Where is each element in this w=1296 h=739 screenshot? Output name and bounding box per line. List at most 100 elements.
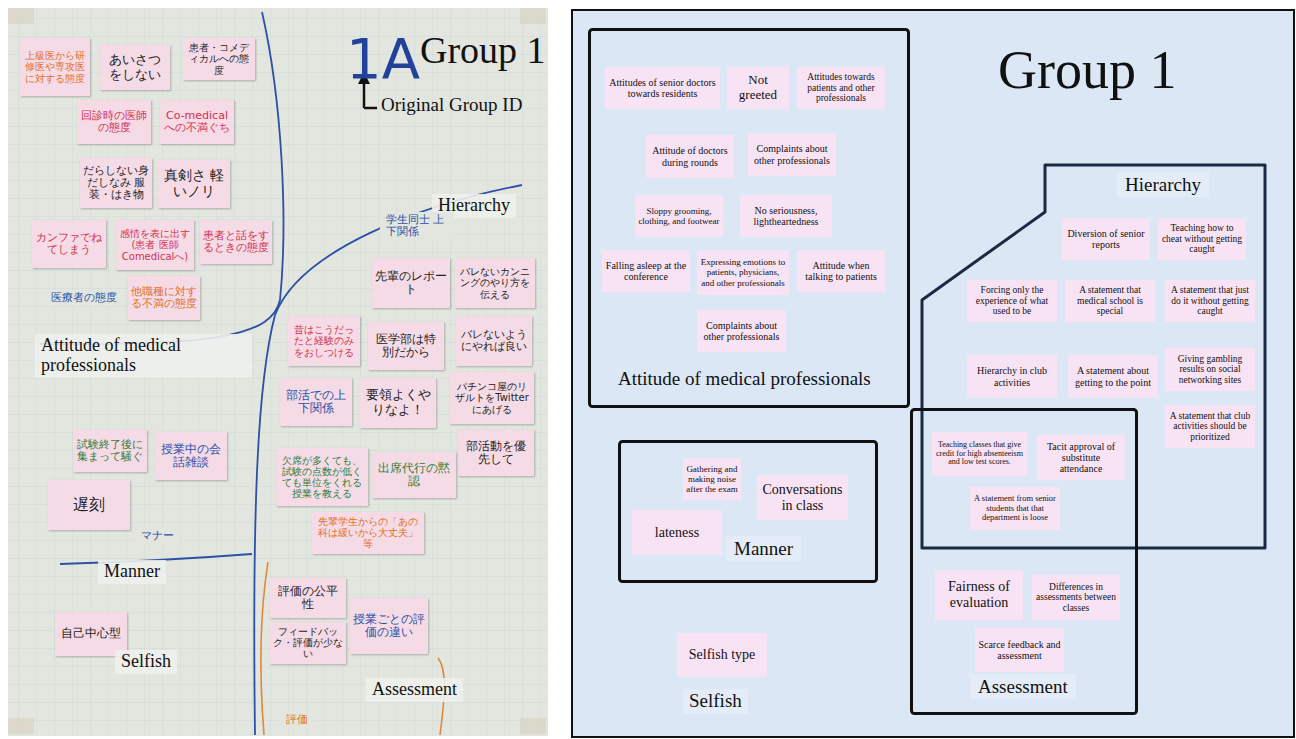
note-text: 上級医から研修医や専攻医に対する態度	[23, 50, 87, 84]
note-text: 部活での上下関係	[283, 389, 349, 416]
note-box: Teaching how to cheat without getting ca…	[1158, 218, 1246, 260]
sticky-note: だらしない身だしなみ 服装・はき物	[80, 158, 152, 208]
note-text: Attitudes of senior doctors towards resi…	[608, 77, 717, 99]
note-text: A statement about getting to the point	[1071, 365, 1155, 387]
outline-rect	[590, 30, 909, 407]
sticky-note: 授業ごとの評価の違い	[350, 598, 428, 654]
sticky-note: 上級医から研修医や専攻医に対する態度	[20, 38, 90, 96]
group-heading: Hierarchy	[1125, 174, 1201, 195]
sticky-note: 患者・コメディカルへの態度	[183, 38, 255, 80]
label-holder: Manner	[98, 560, 166, 584]
note-text: A statement that club activities should …	[1168, 411, 1252, 443]
note-text: Forcing only the experience of what used…	[970, 285, 1054, 317]
note-text: 患者・コメディカルへの態度	[186, 42, 252, 76]
note-box: Attitude of doctors during rounds	[646, 135, 734, 178]
note-text: あいさつをしない	[103, 53, 167, 82]
note-text: だらしない身だしなみ 服装・はき物	[83, 165, 149, 202]
sticky-note: 昔はこうだったと経験のみをおしつける	[288, 316, 360, 366]
tape	[520, 718, 546, 734]
note-text: カンファでねてしまう	[35, 232, 103, 257]
note-box: Expressing emotions to patients, physici…	[697, 250, 789, 295]
sticky-note: 部活での上下関係	[280, 378, 352, 426]
note-box: A statement that club activities should …	[1165, 405, 1255, 448]
note-box: No seriousness, lightheartedness	[740, 195, 832, 237]
note-text: Fairness of evaluation	[938, 579, 1020, 610]
sticky-note: 試験終了後に集まって騒ぐ	[73, 430, 147, 472]
note-text: 先輩のレポート	[375, 270, 447, 297]
note-box: Not greeted	[727, 67, 789, 109]
note-box: Complaints about other professionals	[697, 310, 786, 352]
group-box: Manner Gathering and making noise after t…	[618, 440, 878, 583]
heading-holder: Hierarchy	[1117, 172, 1209, 197]
note-text: 真剣さ 軽いノリ	[161, 168, 227, 199]
note-text: 評価の公平性	[273, 585, 343, 612]
redrawn-panel	[572, 10, 1294, 737]
note-box: Forcing only the experience of what used…	[967, 280, 1057, 322]
region-label: Attitude of medical professionals	[41, 336, 246, 376]
note-text: 授業中の会話雑談	[158, 443, 224, 470]
group-heading: Attitude of medical professionals	[618, 368, 871, 389]
heading-holder: Attitude of medical professionals	[610, 366, 879, 391]
outline-path	[922, 165, 1265, 548]
title-holder: Group 1	[998, 40, 1176, 100]
note-box: Hierarchy in club activities	[967, 355, 1057, 398]
note-box: A statement about getting to the point	[1068, 355, 1158, 398]
note-box: Differences in assessments between class…	[1032, 575, 1120, 620]
note-box: A statement that just do it without gett…	[1165, 280, 1255, 322]
note-text: Giving gambling results on social networ…	[1168, 354, 1252, 386]
sticky-note: バレないようにやれば良い	[456, 316, 532, 366]
note-box: lateness	[632, 510, 722, 555]
note-text: 遅刻	[51, 496, 127, 514]
note-text: lateness	[635, 525, 719, 541]
region-label: Assessment	[372, 680, 457, 700]
note-text: A statement from senior students that th…	[973, 494, 1057, 523]
sticky-note: 要領よくやりなよ！	[360, 378, 436, 428]
note-box: Attitude when talking to patients	[797, 250, 885, 292]
note-text: Hierarchy in club activities	[970, 365, 1054, 387]
group-heading: Manner	[734, 538, 793, 559]
note-box: Falling asleep at the conference	[602, 250, 690, 292]
note-text: 要領よくやりなよ！	[363, 388, 433, 417]
note-text: 部活動を優先して	[461, 440, 531, 467]
outline-rect	[620, 442, 877, 582]
sticky-note: 授業中の会話雑談	[155, 432, 227, 480]
region-label: 医療者の態度	[51, 292, 117, 304]
label-holder: 1A	[346, 28, 420, 90]
outline-rect	[912, 410, 1137, 714]
note-text: 自己中心型	[58, 627, 124, 640]
sticky-note: 遅刻	[48, 480, 130, 530]
note-text: Attitude of doctors during rounds	[649, 145, 731, 167]
note-text: Diversion of senior reports	[1065, 228, 1147, 250]
note-text: Complaints about other professionals	[751, 143, 833, 165]
group-id: 1A	[346, 28, 420, 90]
note-box: Gathering and making noise after the exa…	[683, 458, 741, 500]
note-text: バレないカンニングのやり方を伝える	[458, 266, 532, 300]
marker-lines	[261, 562, 444, 735]
note-text: Not greeted	[730, 73, 786, 102]
heading-holder: Manner	[726, 536, 801, 561]
sticky-note: フィードバック・評価が少ない	[270, 622, 346, 664]
sticky-note: 出席代行の黙認	[372, 452, 456, 498]
note-text: Attitude when talking to patients	[800, 260, 882, 282]
group-box: AssessmentTeaching classes that give cre…	[910, 408, 1138, 715]
label-holder: 医療者の態度	[45, 290, 123, 306]
sticky-note: 先輩学生からの「あの科は緩いから大丈夫」等	[312, 512, 424, 554]
photo-paper	[8, 8, 548, 736]
note-text: 昔はこうだったと経験のみをおしつける	[291, 324, 357, 358]
region-label: Manner	[104, 562, 160, 582]
note-text: フィードバック・評価が少ない	[273, 626, 343, 660]
note-box: Sloppy grooming, clothing, and footwear	[635, 195, 723, 237]
sticky-note: あいさつをしない	[100, 45, 170, 90]
region-label: Hierarchy	[438, 196, 510, 216]
sticky-note: 他職種に対する不満の態度	[128, 276, 200, 320]
note-text: 試験終了後に集まって騒ぐ	[76, 439, 144, 464]
note-box: Tacit approval of substitute attendance	[1037, 435, 1125, 480]
note-text: 感情を表に出す (患者 医師 Comedicalへ)	[119, 228, 191, 262]
region-label: 評価	[286, 714, 308, 726]
sticky-note: 回診時の医師の態度	[77, 100, 151, 144]
note-text: 欠席が多くても、試験の点数が低くても単位をくれる授業を教える	[279, 455, 365, 500]
note-box: Complaints about other professionals	[748, 133, 836, 176]
note-box: Diversion of senior reports	[1062, 218, 1150, 260]
sticky-note: 欠席が多くても、試験の点数が低くても単位をくれる授業を教える	[276, 448, 368, 506]
title: Group 1	[998, 40, 1176, 100]
